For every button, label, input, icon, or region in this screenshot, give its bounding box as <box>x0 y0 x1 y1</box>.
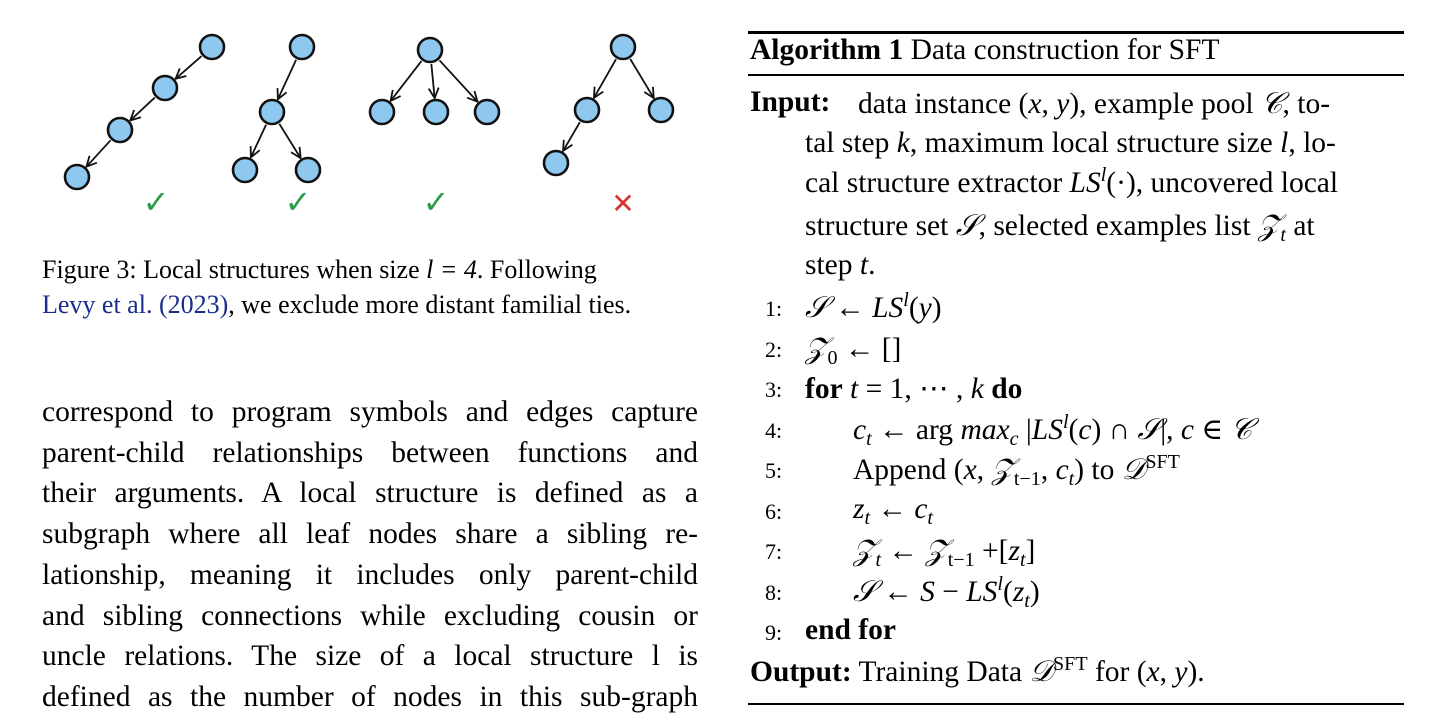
tree-edge-arrow <box>438 59 476 101</box>
tree-node <box>368 98 396 126</box>
body-line: their arguments. A local structure is de… <box>42 477 698 510</box>
tree-3 <box>368 36 501 126</box>
algorithm-step-text: for t = 1, ⋯ , k do <box>805 373 1023 405</box>
algorithm-output: Output: Training Data 𝒟SFT for (x, y). <box>750 654 1205 689</box>
algorithm-step-number: 4: <box>765 417 783 443</box>
citation-link[interactable]: Levy et al. (2023) <box>42 290 229 319</box>
tree-node <box>647 96 675 124</box>
tree-edge-arrow <box>431 63 434 97</box>
tree-node <box>542 149 570 177</box>
body-paragraph: correspond to program symbols and edges … <box>42 392 698 718</box>
figure-caption-line-1: Figure 3: Local structures when size l =… <box>42 255 597 284</box>
algorithm-step-text: 𝒵t ← 𝒵t−1 +[zt] <box>853 533 1036 572</box>
algorithm-step-text: ct ← arg maxc |LSl(c) ∩ 𝒮|, c ∈ 𝒞 <box>853 410 1253 450</box>
check-mark-icon: ✓ <box>285 183 312 220</box>
algorithm-step-text: end for <box>805 614 896 646</box>
algorithm-input-line: step t. <box>805 248 876 281</box>
algorithm-step-text: 𝒵0 ← [] <box>805 330 902 369</box>
validity-markers: ✓ ✓ ✓ ✕ <box>143 183 635 220</box>
tree-diagrams <box>63 33 675 191</box>
algorithm-input-line: structure set 𝒮, selected examples list … <box>805 208 1315 247</box>
tree-node <box>294 156 322 184</box>
algorithm-input-line: data instance (x, y), example pool 𝒞, to… <box>858 86 1331 120</box>
tree-node <box>609 33 637 61</box>
tree-edge-arrow <box>131 96 156 120</box>
tree-edge-arrow <box>278 59 297 99</box>
body-line: defined as the number of nodes in this s… <box>42 680 698 713</box>
tree-node <box>151 74 179 102</box>
algorithm-step-number: 2: <box>765 336 783 362</box>
body-line: correspond to program symbols and edges … <box>42 396 698 428</box>
tree-node <box>422 98 450 126</box>
tree-node <box>198 33 226 61</box>
tree-edge-arrow <box>251 124 267 157</box>
tree-edge-arrow <box>564 121 581 150</box>
tree-node <box>106 116 134 144</box>
tree-4 <box>542 33 675 177</box>
algorithm-step-number: 6: <box>765 498 783 524</box>
body-line: uncle relations. The size of a local str… <box>42 640 698 673</box>
body-line: subgraph where all leaf nodes share a si… <box>42 518 698 551</box>
tree-node <box>288 33 316 61</box>
algorithm-input-line: tal step k, maximum local structure size… <box>805 126 1336 159</box>
tree-node <box>231 156 259 184</box>
algorithm-output-text: Training Data 𝒟SFT for (x, y). <box>858 652 1205 688</box>
algorithm-step-number: 5: <box>765 458 783 483</box>
figure-caption-line-2: Levy et al. (2023), we exclude more dist… <box>42 290 632 319</box>
tree-node <box>416 36 444 64</box>
algorithm-step-number: 1: <box>765 296 783 321</box>
tree-edge-arrow <box>594 58 617 97</box>
algorithm-step-text: zt ← ct <box>853 492 933 529</box>
tree-edge-arrow <box>391 60 423 100</box>
algorithm-input-line: cal structure extractor LSl(·), uncovere… <box>805 164 1339 200</box>
algorithm-output-label: Output: <box>750 656 852 688</box>
tree-2 <box>231 33 322 184</box>
tree-node <box>63 163 91 191</box>
tree-node <box>573 96 601 124</box>
cross-mark-icon: ✕ <box>611 187 634 220</box>
check-mark-icon: ✓ <box>143 183 170 220</box>
algorithm-step-number: 3: <box>765 377 783 402</box>
algorithm-step-number: 7: <box>765 539 783 564</box>
algorithm-step-text: 𝒮 ← LSl(y) <box>805 288 942 324</box>
check-mark-icon: ✓ <box>423 183 450 220</box>
local-structure-figure: ✓ ✓ ✓ ✕ <box>63 33 675 220</box>
algorithm-top-rule <box>748 31 1404 34</box>
algorithm-title: Algorithm 1 Data construction for SFT <box>750 34 1220 66</box>
algorithm-bottom-rule <box>748 703 1404 705</box>
tree-1 <box>63 33 226 191</box>
tree-edge-arrow <box>176 55 203 78</box>
algorithm-input-label: Input: <box>750 86 831 118</box>
tree-edge-arrow <box>278 123 300 157</box>
algorithm-step-number: 9: <box>765 620 783 645</box>
algorithm-step-text: Append (x, 𝒵t−1, ct) to 𝒟SFT <box>853 450 1180 491</box>
tree-node <box>258 98 286 126</box>
body-line: and sibling connections while excluding … <box>42 599 698 632</box>
body-line: lationship, meaning it includes only par… <box>42 558 698 591</box>
tree-edge-arrow <box>629 58 653 97</box>
tree-node <box>473 98 501 126</box>
algorithm-step-number: 8: <box>765 579 783 605</box>
tree-edge-arrow <box>87 139 112 166</box>
algorithm-mid-rule <box>748 74 1404 76</box>
body-line: parent-child relationships between funct… <box>42 436 698 469</box>
algorithm-step-text: 𝒮 ← S − LSl(zt) <box>853 572 1040 612</box>
